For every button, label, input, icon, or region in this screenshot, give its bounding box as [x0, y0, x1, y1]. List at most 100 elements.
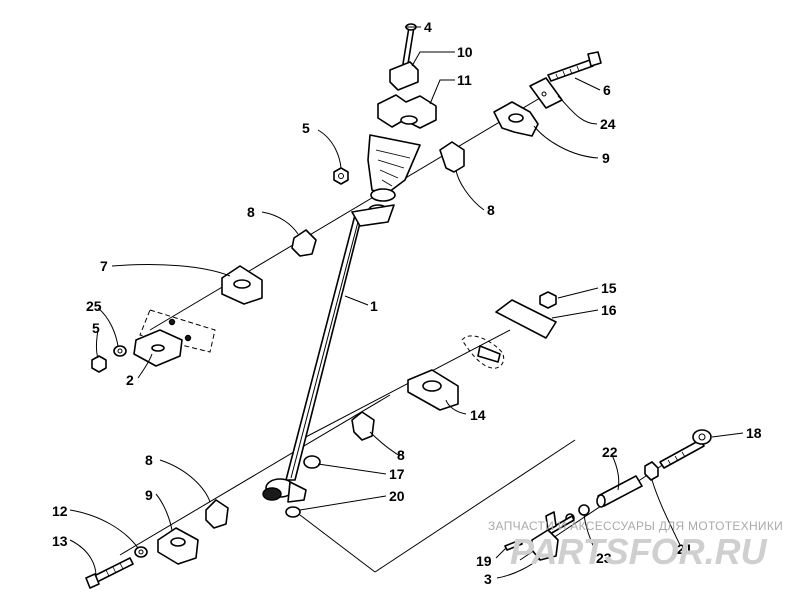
leader-1 [344, 295, 369, 306]
leader-8-left [261, 211, 299, 235]
tie-rod-end-18-shaft [659, 439, 705, 469]
leader-5-lower [96, 329, 99, 359]
washer-12-hole [138, 549, 144, 555]
washer-25 [113, 345, 127, 357]
callout-2: 2 [126, 372, 134, 388]
axis-upper [149, 94, 546, 331]
leader-23 [583, 513, 597, 553]
leader-12 [69, 509, 139, 549]
bolt-13-group [85, 557, 134, 589]
callout-15: 15 [601, 280, 617, 296]
leader-9-lower [155, 493, 173, 531]
upper-right-group [493, 51, 602, 137]
washer-20 [285, 506, 301, 518]
ball-joint-stud [545, 511, 557, 531]
bushing-8-lower-left [205, 499, 229, 529]
leader-21 [651, 479, 681, 546]
callout-25: 25 [86, 298, 102, 314]
bolt-6-head [587, 51, 602, 67]
callout-5-lower: 5 [92, 320, 100, 336]
callout-17: 17 [389, 466, 405, 482]
leader-8-lower-right [369, 431, 401, 457]
right-plate-group [461, 291, 557, 369]
bolt-13 [93, 557, 134, 583]
callout-6: 6 [603, 82, 611, 98]
bushing-8-upper-right [439, 141, 465, 173]
tie-rod-group [504, 429, 712, 561]
post-lower-cap [262, 487, 282, 501]
callout-23: 23 [596, 550, 612, 566]
bracket-2-rivet-a [168, 318, 176, 326]
steering-post-shaft [285, 214, 363, 481]
leader-22 [611, 454, 620, 491]
block-7-group [221, 265, 263, 305]
axis-lower-left [119, 394, 391, 556]
bolt-13-head [85, 573, 100, 589]
callout-3: 3 [484, 571, 492, 587]
block-7-hole [233, 279, 251, 289]
callout-14: 14 [470, 407, 486, 423]
leader-7 [111, 263, 231, 277]
callout-13: 13 [52, 533, 68, 549]
leader-24 [557, 95, 598, 125]
axis-bottom-a [299, 514, 376, 573]
nut-21 [644, 461, 659, 481]
leader-19 [495, 547, 507, 559]
callout-24: 24 [600, 116, 616, 132]
callout-7: 7 [100, 258, 108, 274]
block-14-group [407, 369, 459, 411]
leader-18 [711, 432, 744, 438]
leader-17 [317, 463, 387, 475]
bracket-2-slot [151, 344, 165, 352]
callout-21: 21 [677, 541, 693, 557]
bracket-hatching [375, 149, 411, 187]
link-outline [461, 335, 505, 369]
nut-5-upper-shape [333, 167, 349, 185]
leader-9-upper [533, 125, 599, 159]
leader-6 [574, 77, 601, 91]
post-lower-arm [287, 481, 307, 503]
tie-rod-end-18-hole [698, 433, 706, 441]
bushing-8-left [291, 229, 317, 257]
callout-8-left: 8 [247, 204, 255, 220]
leader-11 [429, 79, 455, 105]
washer-17 [303, 455, 321, 469]
bracket-2-rivet-b [184, 334, 192, 342]
callout-22: 22 [602, 444, 618, 460]
washer-23-a [578, 504, 590, 516]
callout-4: 4 [424, 19, 432, 35]
leader-14 [445, 399, 467, 415]
leader-25 [97, 307, 119, 347]
watermark-tagline: ЗАПЧАСТИ И АКСЕССУАРЫ ДЛЯ МОТОТЕХНИКИ [488, 519, 783, 533]
leader-5-upper [317, 129, 342, 169]
tie-rod-end-18-eye [692, 429, 712, 445]
steering-post [262, 134, 421, 503]
leader-2 [137, 353, 153, 379]
callout-labels: 4 10 11 6 24 5 9 8 8 7 25 5 2 1 15 16 14… [52, 19, 762, 587]
callout-19: 19 [476, 553, 492, 569]
axis-lower-right [299, 329, 511, 441]
axis-bottom-b [374, 439, 576, 573]
callout-20: 20 [389, 488, 405, 504]
nut-5-lower [91, 355, 107, 373]
callout-9-upper: 9 [602, 150, 610, 166]
callout-11: 11 [457, 72, 472, 88]
clamp-11-hole [400, 115, 418, 125]
leader-3 [496, 557, 541, 579]
callout-8-lower-left: 8 [145, 452, 153, 468]
post-flange [351, 204, 395, 227]
nut-15 [539, 291, 557, 309]
callout-18: 18 [746, 425, 762, 441]
steering-post-highlight [290, 217, 360, 479]
bolt-6-thread [555, 65, 580, 80]
plate-16 [495, 299, 557, 339]
bushing-8-lower-right [351, 411, 375, 441]
post-collar [370, 188, 396, 202]
block-9-lower-hole [170, 537, 186, 547]
block-14-hole [422, 380, 442, 392]
watermark: ЗАПЧАСТИ И АКСЕССУАРЫ ДЛЯ МОТОТЕХНИКИ PA… [488, 519, 783, 572]
callout-12: 12 [52, 503, 68, 519]
clamp-10 [389, 61, 419, 91]
